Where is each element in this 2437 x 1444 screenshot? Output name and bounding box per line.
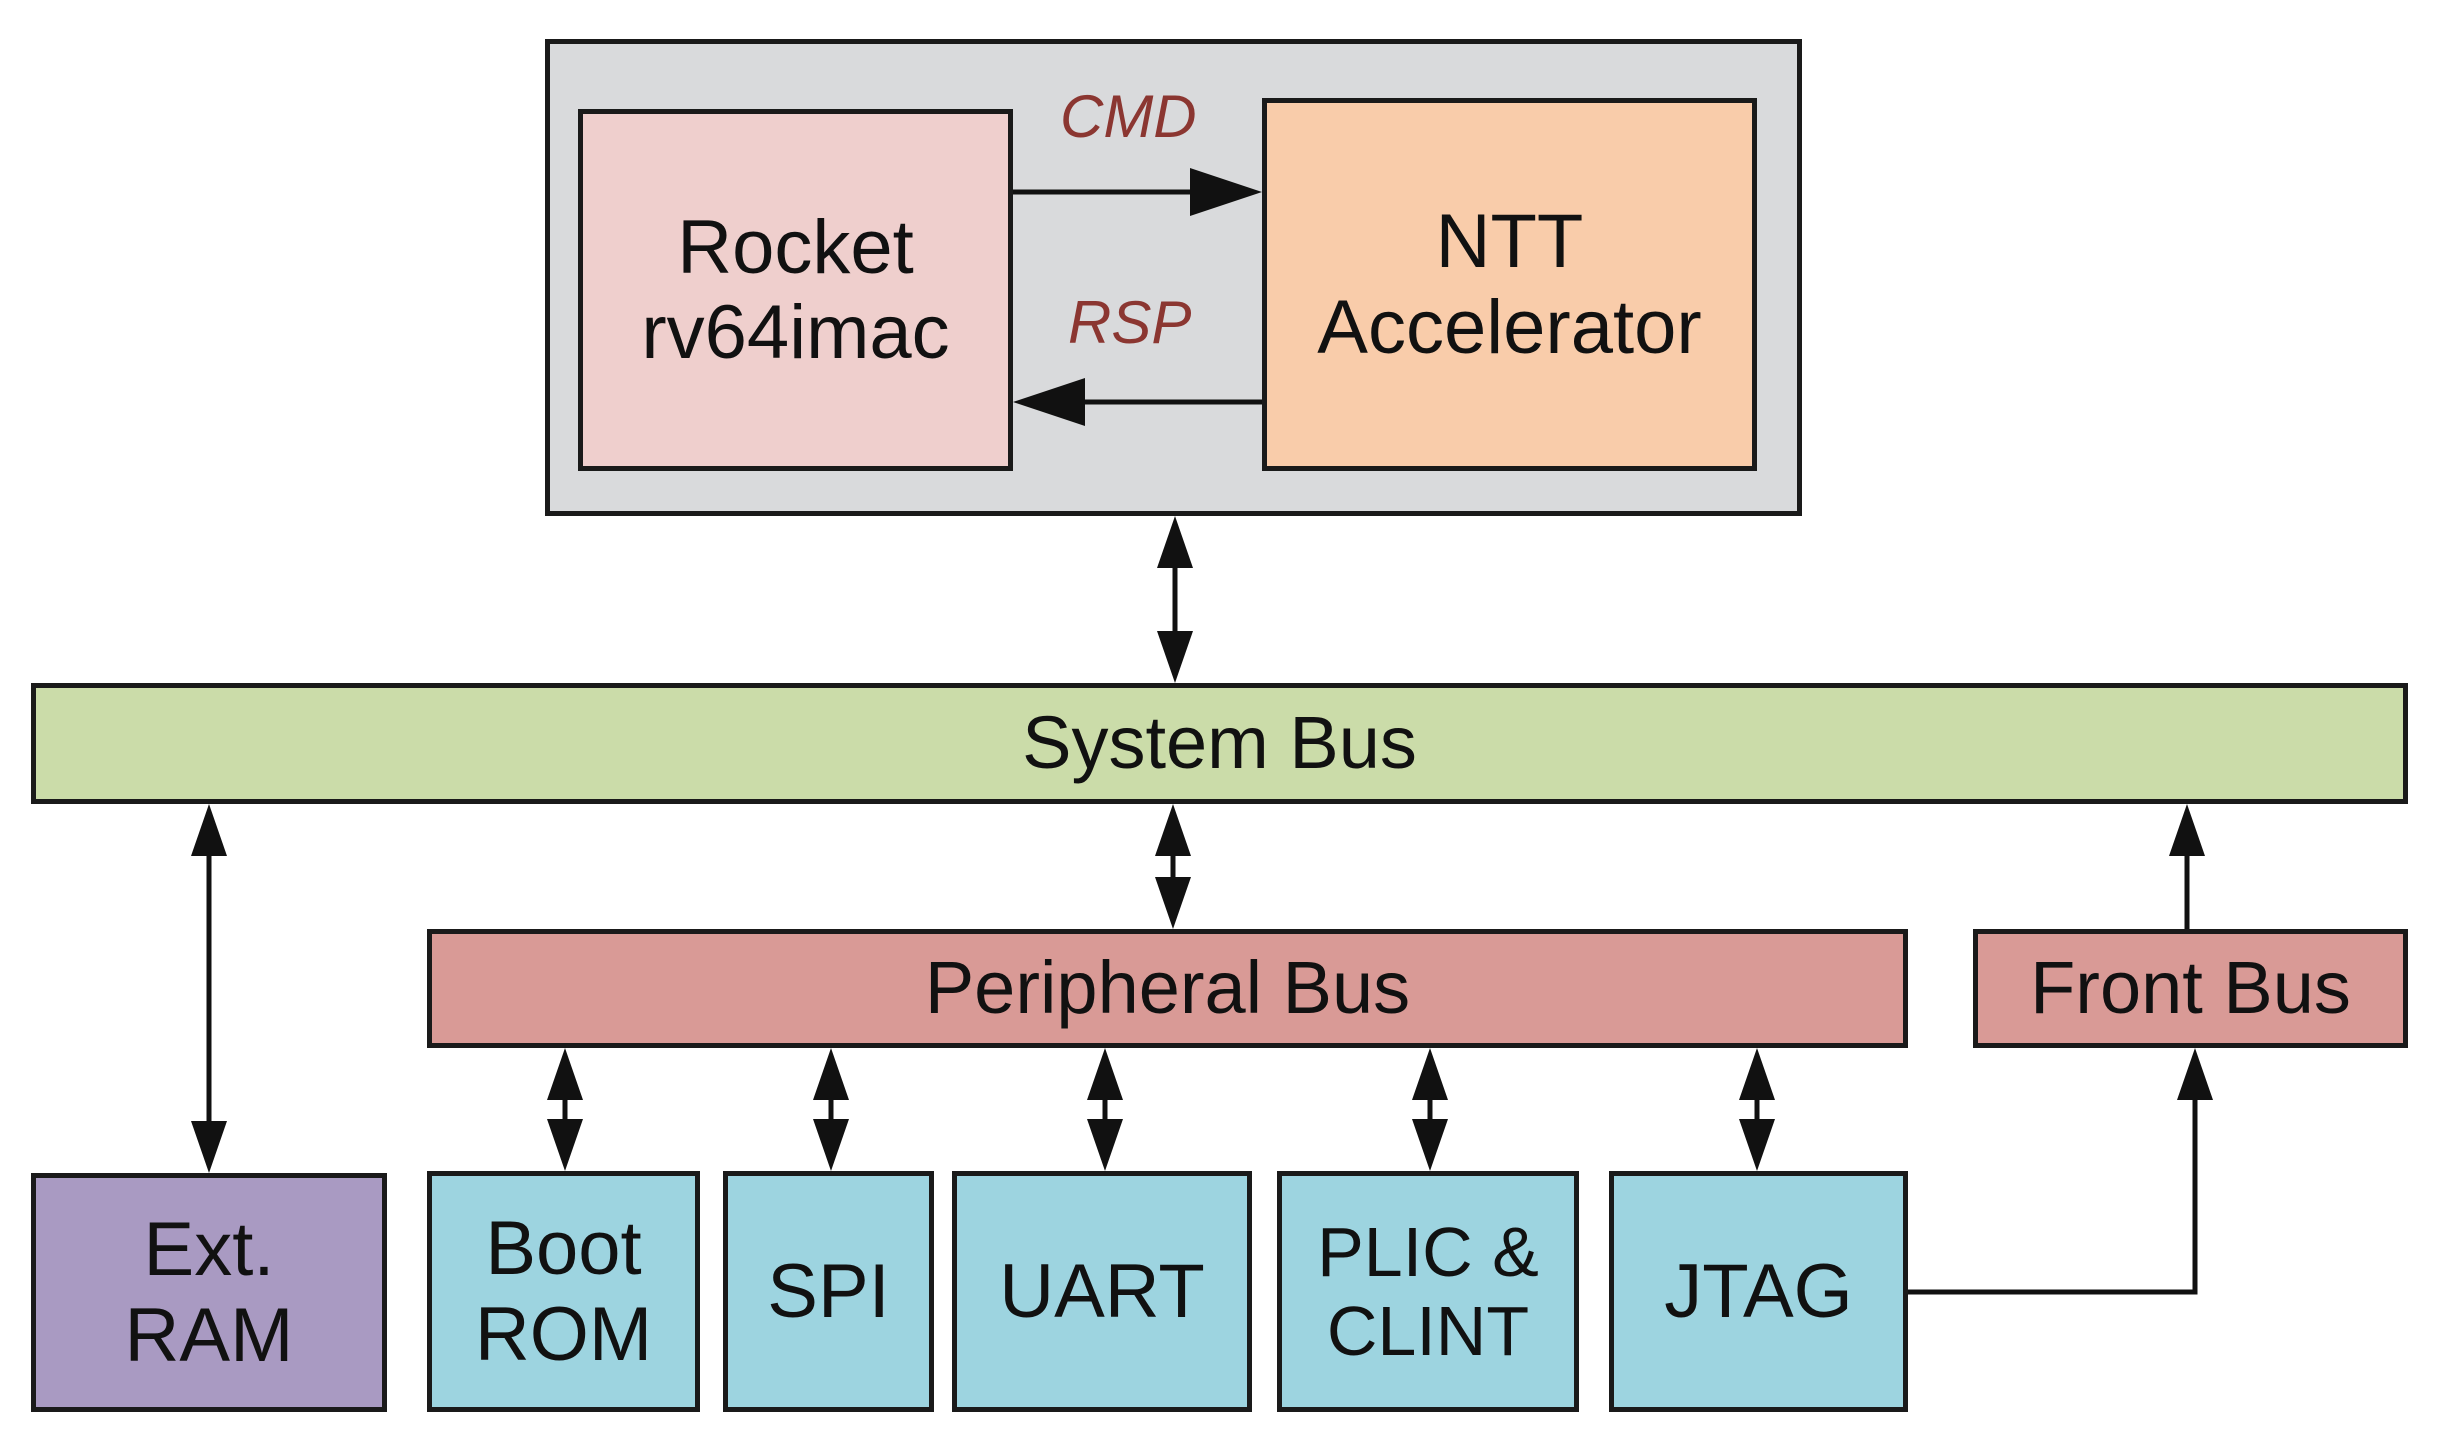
plic-clint-line2: CLINT — [1326, 1291, 1530, 1370]
spi-block: SPI — [723, 1171, 934, 1412]
system-bus-label: System Bus — [1022, 701, 1417, 785]
rocket-core-block: Rocket rv64imac — [578, 109, 1013, 471]
ext-ram-block: Ext. RAM — [31, 1173, 387, 1412]
accelerator-name-line2: Accelerator — [1317, 284, 1702, 370]
cmd-signal-label: CMD — [1060, 83, 1197, 150]
core-name: Rocket — [677, 204, 914, 290]
ext-ram-line1: Ext. — [143, 1207, 275, 1293]
boot-rom-line1: Boot — [485, 1206, 642, 1292]
front-bus: Front Bus — [1973, 929, 2408, 1048]
uart-label: UART — [999, 1248, 1205, 1334]
ntt-accelerator-block: NTT Accelerator — [1262, 98, 1757, 471]
ext-ram-line2: RAM — [124, 1292, 294, 1378]
jtag-front-bus-arrow — [1908, 1090, 2198, 1295]
accelerator-name-line1: NTT — [1435, 199, 1584, 285]
uart-block: UART — [952, 1171, 1252, 1412]
spi-label: SPI — [767, 1248, 890, 1334]
boot-rom-line2: ROM — [474, 1291, 653, 1377]
jtag-block: JTAG — [1609, 1171, 1908, 1412]
peripheral-bus-label: Peripheral Bus — [924, 946, 1411, 1030]
peripheral-bus: Peripheral Bus — [427, 929, 1908, 1048]
plic-clint-line1: PLIC & — [1317, 1213, 1539, 1292]
plic-clint-block: PLIC & CLINT — [1277, 1171, 1579, 1412]
front-bus-label: Front Bus — [2030, 946, 2351, 1030]
system-bus: System Bus — [31, 683, 2408, 804]
jtag-label: JTAG — [1664, 1248, 1853, 1334]
core-isa: rv64imac — [641, 290, 950, 375]
boot-rom-block: Boot ROM — [427, 1171, 700, 1412]
rsp-signal-label: RSP — [1068, 289, 1192, 356]
